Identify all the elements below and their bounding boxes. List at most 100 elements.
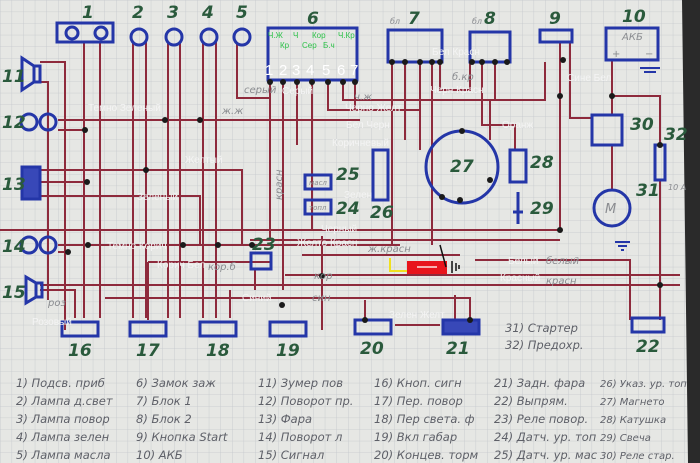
pin-number: 3	[292, 62, 300, 79]
wire-label: Черн Красн	[430, 85, 484, 96]
legend-item: 16) Кноп. сигн	[374, 376, 462, 390]
number-21: 21	[446, 339, 470, 359]
legend-item: 9) Кнопка Start	[136, 430, 228, 444]
note: ж.ж	[221, 106, 243, 117]
number-8: 8	[484, 9, 496, 29]
legend-item: 6) Замок заж	[136, 376, 216, 390]
number-11: 11	[2, 67, 26, 87]
number-2: 2	[132, 3, 144, 23]
legend-item: 11) Зумер пов	[258, 376, 343, 390]
pin-number: 6	[337, 62, 345, 79]
fuel-sensor-tag: топл	[309, 204, 327, 212]
wire-label: Синий	[242, 293, 272, 304]
wire-label: Белый	[508, 256, 538, 267]
ignition-pin-codes: Ч.Ж Ч Кор Ч.Кр Кр Сер Б.ч	[268, 31, 355, 50]
note: ч.ж	[354, 92, 372, 103]
note: ж.красн	[367, 244, 411, 255]
wire-label: Темно Зеленый	[88, 103, 161, 114]
paper-edge	[660, 0, 700, 463]
component-8-block-2	[468, 30, 512, 64]
junction-dots	[65, 57, 663, 323]
wire-label: Сине Бел	[567, 73, 611, 84]
component-18-light-switch	[198, 320, 238, 338]
number-15: 15	[2, 283, 26, 303]
component-numbers: 1 2 3 4 5 6 7 8 9 10 11 12 13 14 15 16 1…	[2, 3, 688, 361]
note: роз	[47, 298, 66, 309]
wire-label: Бел Черн	[346, 120, 390, 131]
component-22-rectifier	[630, 316, 666, 334]
legend-item: 10) АКБ	[136, 448, 183, 462]
component-9-start-button	[538, 28, 574, 44]
number-28: 28	[530, 153, 554, 173]
number-18: 18	[206, 341, 230, 361]
wire-label: Черный	[321, 224, 357, 235]
component-29-spark-plug	[513, 192, 523, 224]
component-inner-text: АКБ + − M 10 A бл бл топл масл	[309, 17, 686, 217]
legend-item: 22) Выпрям.	[494, 394, 568, 408]
legend-item: 28) Катушка	[600, 415, 666, 426]
ground-icon	[451, 261, 460, 273]
pin-number: 4	[306, 62, 314, 79]
number-31: 31	[636, 181, 660, 201]
legend-item: 19) Вкл габар	[374, 430, 457, 444]
pin-code: Ч.Ж	[268, 31, 284, 40]
component-25-oil-sensor	[303, 173, 333, 191]
component-24-fuel-sensor	[303, 198, 333, 216]
wire-label: Черно Желт	[345, 103, 402, 114]
wire-label: Коричневый	[332, 138, 389, 149]
legend-item: 1) Подсв. приб	[16, 376, 105, 390]
number-22: 22	[636, 337, 660, 357]
legend-item: 3) Лампа повор	[16, 412, 110, 426]
wire-label: Желтый	[185, 155, 223, 166]
component-23-turn-relay	[249, 251, 273, 271]
wire-label: Бел Красн	[432, 47, 480, 58]
number-4: 4	[201, 3, 214, 23]
legend-item: 18) Пер света. ф	[374, 412, 475, 426]
number-10: 10	[622, 7, 646, 27]
components	[19, 21, 667, 338]
number-7: 7	[408, 9, 420, 29]
wire-label: Оранж	[502, 120, 533, 131]
oil-sensor-tag: масл	[309, 179, 327, 187]
component-19-parking-switch	[268, 320, 308, 338]
wire-color-labels: Темно Зеленый Желтый Зеленый Темно Корич…	[32, 47, 611, 328]
number-26: 26	[370, 203, 394, 223]
number-30: 30	[630, 115, 654, 135]
legend-item: 17) Пер. повор	[374, 394, 463, 408]
component-1-instrument-lights	[55, 21, 115, 44]
pin-code: Кр	[280, 41, 290, 50]
legend-item: 25) Датч. ур. мас	[494, 448, 598, 462]
legend-item: 27) Магнето	[600, 397, 664, 408]
component-20-brake-switch	[353, 318, 393, 336]
pin-code: Ч	[293, 31, 298, 40]
component-7-block-1	[386, 28, 444, 64]
legend-item: 8) Блок 2	[136, 412, 192, 426]
battery-label: АКБ	[621, 32, 643, 43]
note: серый	[244, 85, 277, 96]
wire-label: Желто Красн	[297, 238, 357, 249]
pin-code: Б.ч	[323, 41, 335, 50]
wires	[0, 42, 680, 330]
number-1: 1	[82, 3, 94, 23]
legend-item: 21) Задн. фара	[494, 376, 585, 390]
component-28-coil	[508, 148, 528, 184]
component-10-battery	[604, 26, 660, 62]
number-13: 13	[2, 175, 26, 195]
legend-item: 26) Указ. ур. топ	[600, 379, 687, 390]
wire-label: Зелен	[344, 190, 372, 201]
legend-item: 2) Лампа д.свет	[16, 394, 113, 408]
wire-label: Зеленый	[137, 192, 178, 203]
component-12-turn-right	[19, 112, 58, 132]
pin-code: Кор	[312, 31, 326, 40]
wire-label: Зелен Желт	[389, 310, 445, 321]
legend-item: 14) Поворот л	[258, 430, 343, 444]
component-30-starter-relay	[590, 113, 624, 147]
number-5: 5	[236, 3, 248, 23]
number-29: 29	[530, 199, 554, 219]
pin-number: 2	[279, 62, 287, 79]
component-21-tail-light	[441, 318, 481, 336]
component-15-horn	[24, 274, 44, 306]
note: син	[312, 293, 331, 304]
pin-number: 5	[322, 62, 330, 79]
block8-tag: бл	[472, 17, 482, 26]
